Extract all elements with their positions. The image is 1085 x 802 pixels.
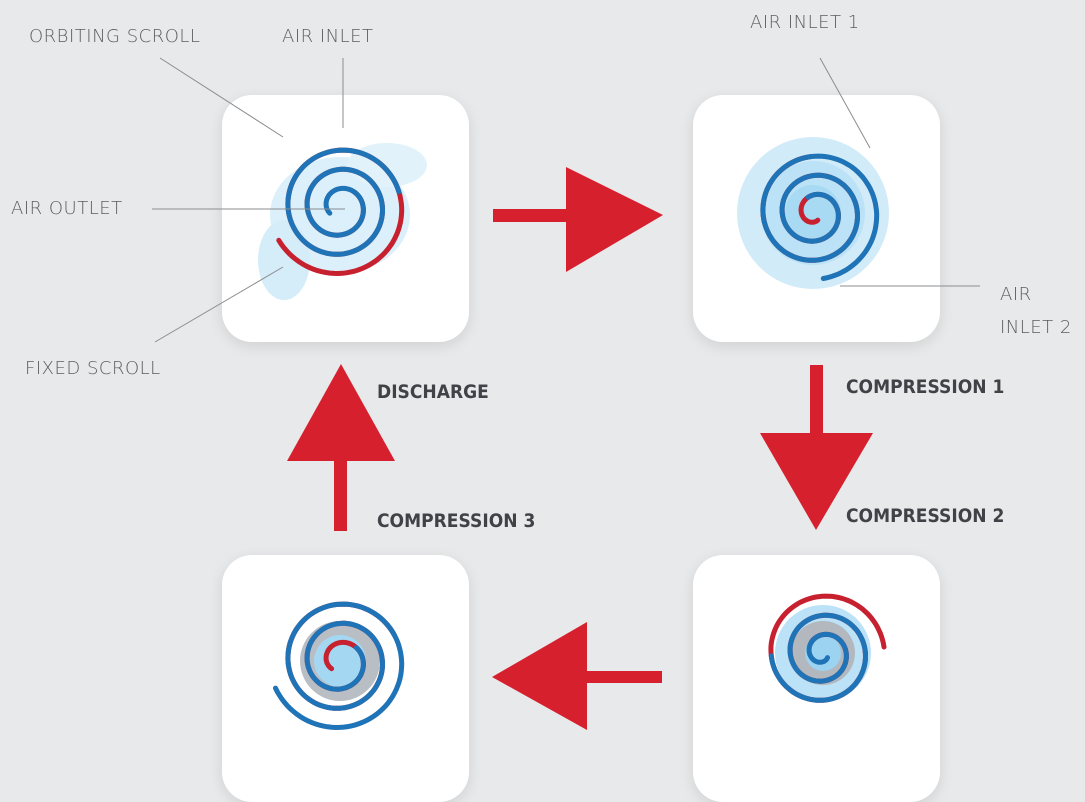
card-intake [222, 95, 469, 342]
label-orbiting-scroll: ORBITING SCROLL [29, 26, 201, 47]
label-discharge: DISCHARGE [377, 381, 489, 403]
arrow-right [493, 167, 663, 272]
air-pocket [737, 137, 889, 289]
label-fixed-scroll: FIXED SCROLL [25, 358, 161, 379]
label-air-inlet-1: AIR INLET 1 [750, 12, 860, 33]
label-air-inlet-2-line1: AIR [1000, 284, 1032, 305]
label-compression-3: COMPRESSION 3 [377, 510, 536, 532]
label-air-outlet: AIR OUTLET [11, 198, 123, 219]
label-air-inlet-2-line2: INLET 2 [1000, 317, 1072, 338]
label-compression-1: COMPRESSION 1 [846, 376, 1005, 398]
arrow-left [492, 622, 662, 730]
label-compression-2: COMPRESSION 2 [846, 505, 1005, 527]
card-compression-3 [222, 555, 469, 802]
card-compression-2 [693, 555, 940, 802]
orbiting-scroll-spiral [285, 147, 402, 257]
orbiting-scroll-spiral [760, 153, 880, 281]
orbiting-scroll-spiral [768, 612, 868, 703]
orbiting-scroll-spiral [273, 601, 405, 731]
card-compression-1 [693, 95, 940, 342]
label-air-inlet: AIR INLET [282, 26, 374, 47]
